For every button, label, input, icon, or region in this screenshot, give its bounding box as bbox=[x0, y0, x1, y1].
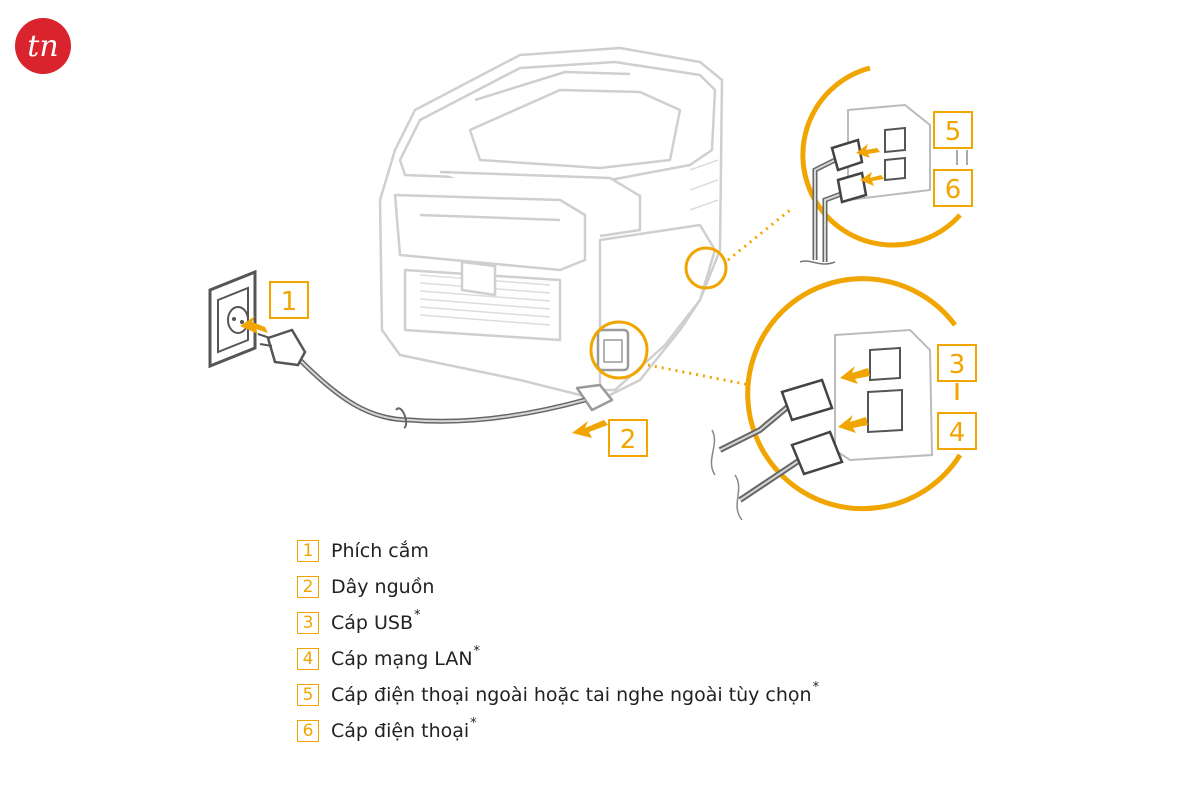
zoom-detail-usb-lan-ports bbox=[710, 276, 963, 521]
legend-number: 1 bbox=[297, 540, 319, 562]
callout-6: 6 bbox=[933, 169, 973, 207]
callout-2: 2 bbox=[608, 419, 648, 457]
legend-item-1: 1 Phích cắm bbox=[297, 533, 819, 569]
insert-arrows bbox=[240, 316, 608, 438]
legend-item-2: 2 Dây nguồn bbox=[297, 569, 819, 605]
legend-number: 2 bbox=[297, 576, 319, 598]
legend-label: Dây nguồn bbox=[331, 576, 435, 598]
wall-outlet bbox=[208, 269, 257, 369]
svg-text:4: 4 bbox=[949, 418, 966, 448]
legend-label: Cáp điện thoại* bbox=[331, 716, 477, 742]
legend-label: Phích cắm bbox=[331, 540, 429, 562]
leader-lines bbox=[647, 208, 791, 392]
highlight-rear-phone-port bbox=[684, 246, 728, 290]
legend-item-5: 5 Cáp điện thoại ngoài hoặc tai nghe ngo… bbox=[297, 677, 819, 713]
legend-number: 6 bbox=[297, 720, 319, 742]
legend-number: 5 bbox=[297, 684, 319, 706]
legend-item-6: 6 Cáp điện thoại* bbox=[297, 713, 819, 749]
legend-number: 3 bbox=[297, 612, 319, 634]
power-cable bbox=[257, 328, 586, 429]
callout-1: 1 bbox=[269, 281, 309, 319]
zoom-detail-phone-ports bbox=[799, 65, 968, 265]
legend: 1 Phích cắm 2 Dây nguồn 3 Cáp USB* 4 Cáp… bbox=[297, 533, 819, 749]
svg-text:tn: tn bbox=[27, 29, 58, 64]
callout-5: 5 bbox=[933, 111, 973, 149]
legend-item-3: 3 Cáp USB* bbox=[297, 605, 819, 641]
svg-text:5: 5 bbox=[945, 117, 962, 147]
brand-logo: tn bbox=[15, 18, 71, 74]
svg-text:6: 6 bbox=[945, 175, 962, 205]
callout-3: 3 bbox=[937, 344, 977, 382]
legend-label: Cáp USB* bbox=[331, 608, 421, 634]
printer-illustration bbox=[378, 46, 724, 412]
highlight-rear-usb-lan-port bbox=[589, 320, 649, 380]
svg-text:2: 2 bbox=[620, 425, 637, 455]
callout-4: 4 bbox=[937, 412, 977, 450]
legend-label: Cáp mạng LAN* bbox=[331, 644, 481, 670]
legend-label: Cáp điện thoại ngoài hoặc tai nghe ngoài… bbox=[331, 680, 820, 706]
svg-text:1: 1 bbox=[281, 287, 298, 317]
legend-number: 4 bbox=[297, 648, 319, 670]
legend-item-4: 4 Cáp mạng LAN* bbox=[297, 641, 819, 677]
svg-text:3: 3 bbox=[949, 350, 966, 380]
